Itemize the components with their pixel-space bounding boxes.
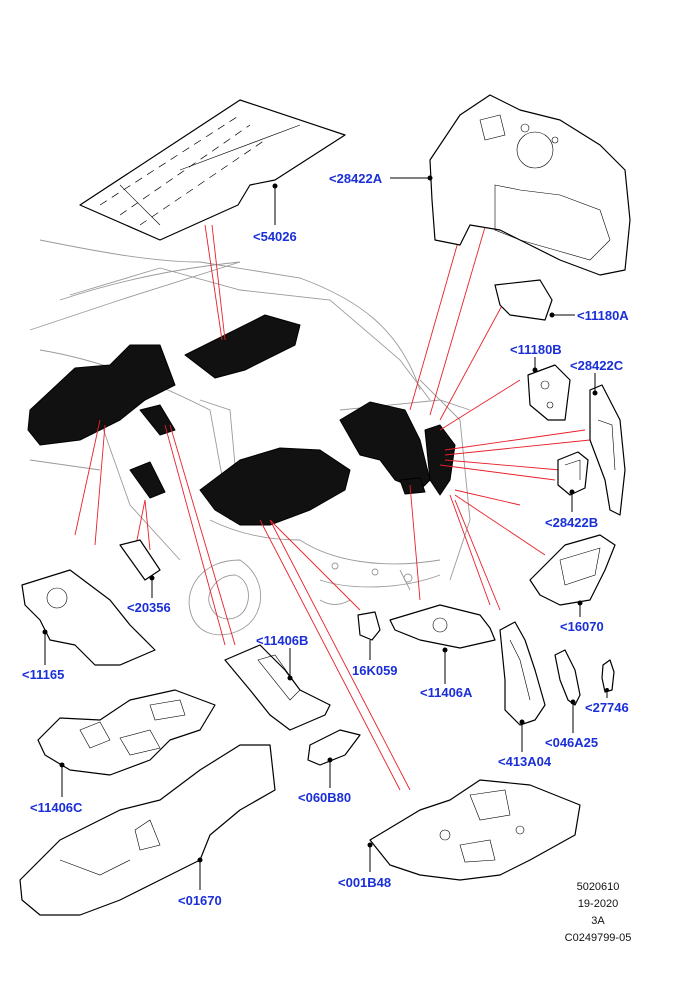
callout-060B80[interactable]: <060B80 — [298, 790, 351, 805]
callout-01670[interactable]: <01670 — [178, 893, 222, 908]
callout-20356[interactable]: <20356 — [127, 600, 171, 615]
callout-413A04[interactable]: <413A04 — [498, 754, 552, 769]
callout-11180B[interactable]: <11180B — [510, 342, 562, 357]
reference-line-3: 3A — [591, 915, 605, 927]
callout-28422B[interactable]: <28422B — [545, 515, 598, 530]
part-001B48 — [367, 779, 581, 881]
part-54026 — [79, 99, 346, 241]
part-046A25 — [554, 649, 581, 733]
part-060B80 — [307, 729, 361, 788]
part-16K059 — [357, 611, 381, 660]
callout-16K059[interactable]: 16K059 — [352, 663, 398, 678]
callout-labels: <54026 <28422A <11180A <11180B <28422C <… — [22, 171, 629, 908]
part-27746 — [601, 659, 615, 698]
callout-11406B[interactable]: <11406B — [256, 633, 308, 648]
part-11406A — [389, 604, 496, 684]
part-11406C — [37, 689, 216, 797]
part-11165 — [21, 569, 156, 666]
part-11406B — [224, 644, 331, 731]
callout-046A25[interactable]: <046A25 — [545, 735, 598, 750]
reference-line-4: C0249799-05 — [565, 932, 632, 944]
part-28422A — [390, 94, 631, 276]
callout-27746[interactable]: <27746 — [585, 700, 629, 715]
callout-28422A[interactable]: <28422A — [329, 171, 383, 186]
reference-line-1: 5020610 — [577, 881, 620, 893]
part-11180A — [494, 279, 575, 321]
installed-insulation — [27, 314, 456, 526]
part-20356 — [119, 539, 161, 598]
callout-11406A[interactable]: <11406A — [420, 685, 473, 700]
callout-11165[interactable]: <11165 — [22, 667, 64, 682]
reference-block: 5020610 19-2020 3A C0249799-05 — [565, 881, 632, 944]
red-leader-lines — [74, 199, 591, 791]
part-28422B — [557, 451, 589, 512]
callout-28422C[interactable]: <28422C — [570, 358, 624, 373]
callout-11180A[interactable]: <11180A — [577, 308, 629, 323]
callout-001B48[interactable]: <001B48 — [338, 875, 391, 890]
callout-11406C[interactable]: <11406C — [30, 800, 83, 815]
part-16070 — [529, 534, 616, 617]
part-28422C — [589, 373, 626, 516]
reference-line-2: 19-2020 — [578, 898, 618, 910]
part-01670 — [19, 744, 276, 916]
callout-54026[interactable]: <54026 — [253, 229, 297, 244]
part-11180B — [527, 357, 571, 421]
part-413A04 — [499, 621, 546, 752]
callout-16070[interactable]: <16070 — [560, 619, 604, 634]
